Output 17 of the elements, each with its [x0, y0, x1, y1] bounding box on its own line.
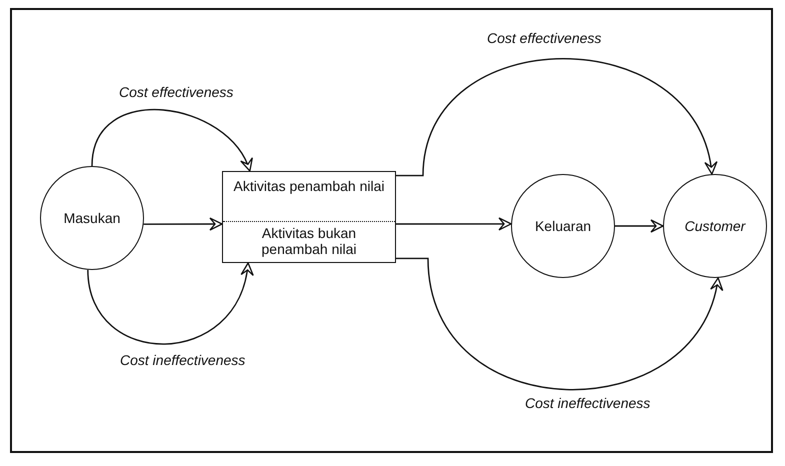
arrow — [91, 109, 252, 172]
activity-box — [222, 171, 396, 263]
arrow — [144, 217, 223, 231]
activity-text: Aktivitas bukan penambah nilai — [260, 225, 358, 257]
edge-label: Cost ineffectiveness — [118, 352, 248, 368]
edge-label: Cost effectiveness — [485, 30, 604, 46]
process-circle: Customer — [663, 174, 767, 278]
arrow — [396, 217, 512, 231]
arrow — [396, 58, 716, 176]
arrow — [87, 262, 252, 345]
process-circle: Keluaran — [511, 174, 615, 278]
arrow — [396, 258, 722, 390]
arrow — [615, 219, 664, 233]
edge-label: Cost effectiveness — [117, 84, 236, 100]
edge-label: Cost ineffectiveness — [523, 395, 652, 411]
process-circle: Masukan — [40, 166, 144, 270]
activity-text: Aktivitas penambah nilai — [232, 178, 386, 194]
